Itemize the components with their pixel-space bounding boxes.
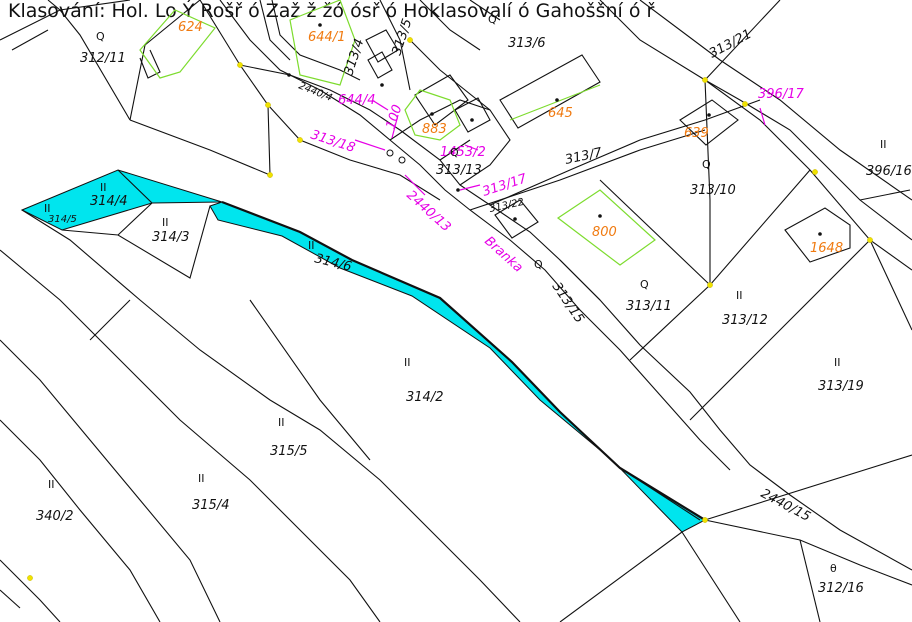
vertex-points	[27, 37, 873, 581]
parcel-symbol: II	[278, 416, 285, 429]
highlight-parcel-314-6[interactable]	[209, 201, 707, 533]
parcel-symbol: II	[100, 181, 107, 194]
parcel-symbol: Q	[96, 30, 105, 43]
annotation-label-100: 100	[384, 103, 406, 131]
annotation-label-1453-2: 1453/2	[440, 145, 486, 160]
parcel-symbol: II	[736, 289, 743, 302]
green-building-outlines	[139, 0, 656, 266]
parcel-label-312-16: 312/16	[818, 581, 864, 596]
parcel-symbol: II	[44, 202, 51, 215]
parcel-symbol: II	[880, 138, 887, 151]
parcel-label-396-16: 396/16	[866, 164, 912, 179]
parcel-symbol: II	[198, 472, 205, 485]
parcel-label-313-21: 313/21	[707, 27, 754, 62]
parcel-symbol: Q	[640, 278, 649, 291]
annotation-label-644-4: 644/4	[338, 93, 375, 108]
parcel-label-313-11: 313/11	[626, 299, 672, 314]
building-label-883: 883	[422, 122, 447, 137]
parcel-symbol: II	[834, 356, 841, 369]
parcel-label-314-6: 314/6	[313, 251, 353, 275]
building-label-644-1: 644/1	[308, 30, 345, 45]
parcel-symbol: Q	[702, 158, 711, 171]
parcel-label-313-15: 313/15	[549, 280, 587, 326]
point-markers	[287, 23, 822, 236]
parcel-label-313-12: 313/12	[722, 313, 768, 328]
parcel-symbol: II	[48, 478, 55, 491]
parcel-label-313-13: 313/13	[436, 163, 482, 178]
annotation-label-313-17: 313/17	[481, 171, 530, 200]
parcel-symbol: Q	[488, 13, 497, 26]
parcel-label-340-2: 340/2	[36, 509, 73, 524]
annotation-label-313-18: 313/18	[309, 128, 357, 156]
parcel-label-313-22: 313/22	[488, 197, 525, 215]
building-label-624: 624	[178, 20, 203, 35]
building-label-639: 639	[684, 126, 709, 141]
parcel-symbol: II	[162, 216, 169, 229]
parcel-symbol: Q	[450, 146, 459, 159]
building-label-1648: 1648	[810, 241, 843, 256]
parcel-symbol: II	[404, 356, 411, 369]
building-label-645: 645	[548, 106, 573, 121]
annotation-arrows	[354, 99, 766, 196]
parcel-symbol: θ	[830, 562, 837, 575]
parcel-symbol: Q	[534, 258, 543, 271]
parcel-label-314-2: 314/2	[406, 390, 443, 405]
parcel-label-313-10: 313/10	[690, 183, 736, 198]
annotation-label-2440-13: 2440/13	[403, 188, 453, 235]
parcel-label-314-4: 314/4	[90, 194, 127, 209]
parcel-label-312-11: 312/11	[80, 51, 126, 66]
parcel-label-315-5: 315/5	[270, 444, 307, 459]
parcel-label-314-3: 314/3	[152, 230, 189, 245]
building-label-800: 800	[592, 225, 617, 240]
place-name-branka: Branka	[481, 234, 525, 276]
parcel-label-313-19: 313/19	[818, 379, 864, 394]
annotation-label-396-17: 396/17	[758, 87, 804, 102]
parcel-label-313-5: 313/5	[390, 17, 416, 57]
parcel-label-313-6: 313/6	[508, 36, 545, 51]
parcel-symbol: II	[308, 239, 315, 252]
parcel-label-315-4: 315/4	[192, 498, 229, 513]
parcel-label-314-5: 314/5	[48, 214, 77, 225]
highlight-parcel-314-4[interactable]	[20, 169, 223, 231]
